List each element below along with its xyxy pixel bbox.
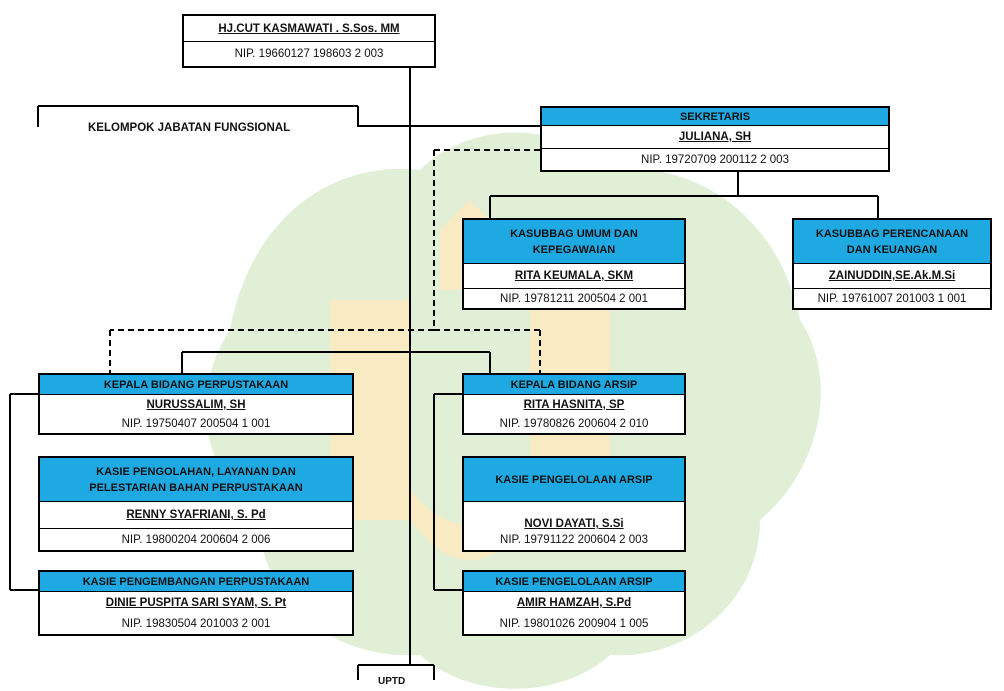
- kasubbag-perencanaan-title: KASUBBAG PERENCANAAN DAN KEUANGAN: [794, 220, 990, 264]
- kabid-arsip-nip: NIP. 19780826 200604 2 010: [499, 418, 649, 430]
- kasie-arsip-1-name: NOVI DAYATI, S.Si: [524, 518, 624, 530]
- kasie-pengolahan-title-line2: PELESTARIAN BAHAN PERPUSTAKAAN: [89, 481, 303, 494]
- kabid-arsip-title: KEPALA BIDANG ARSIP: [464, 375, 684, 395]
- kasie-pengolahan-title-line1: KASIE PENGOLAHAN, LAYANAN DAN: [96, 465, 296, 478]
- kasie-pengolahan-name: RENNY SYAFRIANI, S. Pd: [126, 509, 266, 521]
- kasie-pengolahan-box: KASIE PENGOLAHAN, LAYANAN DAN PELESTARIA…: [38, 456, 354, 552]
- kabid-perpustakaan-title: KEPALA BIDANG PERPUSTAKAAN: [40, 375, 352, 395]
- kabid-perpustakaan-box: KEPALA BIDANG PERPUSTAKAAN NURUSSALIM, S…: [38, 373, 354, 435]
- kasubbag-perencanaan-title-line2: DAN KEUANGAN: [846, 243, 938, 256]
- kabid-perpustakaan-nip: NIP. 19750407 200504 1 001: [121, 418, 271, 430]
- sekretaris-title: SEKRETARIS: [542, 108, 888, 126]
- kasie-pengolahan-title: KASIE PENGOLAHAN, LAYANAN DAN PELESTARIA…: [40, 458, 352, 502]
- kasie-arsip-1-box: KASIE PENGELOLAAN ARSIP NOVI DAYATI, S.S…: [462, 456, 686, 552]
- sekretaris-box: SEKRETARIS JULIANA, SH NIP. 19720709 200…: [540, 106, 890, 172]
- kasubbag-umum-title: KASUBBAG UMUM DAN KEPEGAWAIAN: [464, 220, 684, 264]
- kasubbag-umum-box: KASUBBAG UMUM DAN KEPEGAWAIAN RITA KEUMA…: [462, 218, 686, 310]
- kasie-pengembangan-name: DINIE PUSPITA SARI SYAM, S. Pt: [105, 597, 287, 609]
- head-name: HJ.CUT KASMAWATI . S.Sos. MM: [184, 16, 434, 42]
- uptd-label: UPTD: [378, 676, 406, 687]
- kasie-arsip-2-nip: NIP. 19801026 200904 1 005: [499, 618, 649, 630]
- kasie-arsip-2-name: AMIR HAMZAH, S.Pd: [516, 597, 632, 609]
- kabid-perpustakaan-name: NURUSSALIM, SH: [146, 399, 246, 411]
- kasubbag-umum-nip: NIP. 19781211 200504 2 001: [464, 288, 684, 308]
- kasie-arsip-1-nip: NIP. 19791122 200604 2 003: [500, 534, 648, 546]
- kabid-arsip-box: KEPALA BIDANG ARSIP RITA HASNITA, SP NIP…: [462, 373, 686, 435]
- kabid-arsip-name: RITA HASNITA, SP: [523, 399, 625, 411]
- kasie-arsip-1-title: KASIE PENGELOLAAN ARSIP: [464, 458, 684, 502]
- kasubbag-perencanaan-title-line1: KASUBBAG PERENCANAAN: [815, 227, 969, 240]
- kasie-arsip-2-box: KASIE PENGELOLAAN ARSIP AMIR HAMZAH, S.P…: [462, 570, 686, 636]
- kasubbag-perencanaan-nip: NIP. 19761007 201003 1 001: [794, 288, 990, 308]
- sekretaris-nip: NIP. 19720709 200112 2 003: [542, 148, 888, 170]
- kasie-pengembangan-title: KASIE PENGEMBANGAN PERPUSTAKAAN: [40, 572, 352, 592]
- kasie-pengembangan-nip: NIP. 19830504 201003 2 001: [121, 618, 271, 630]
- kasubbag-umum-title-line1: KASUBBAG UMUM DAN: [510, 227, 638, 240]
- kelompok-jabatan-label: KELOMPOK JABATAN FUNGSIONAL: [88, 122, 291, 134]
- sekretaris-name: JULIANA, SH: [678, 131, 752, 143]
- kasie-pengembangan-box: KASIE PENGEMBANGAN PERPUSTAKAAN DINIE PU…: [38, 570, 354, 636]
- head-nip: NIP. 19660127 198603 2 003: [234, 48, 384, 60]
- kasie-pengolahan-nip: NIP. 19800204 200604 2 006: [40, 528, 352, 550]
- head-box: HJ.CUT KASMAWATI . S.Sos. MM NIP. 196601…: [182, 14, 436, 68]
- kasubbag-perencanaan-box: KASUBBAG PERENCANAAN DAN KEUANGAN ZAINUD…: [792, 218, 992, 310]
- kasie-arsip-2-title: KASIE PENGELOLAAN ARSIP: [464, 572, 684, 592]
- kasubbag-umum-title-line2: KEPEGAWAIAN: [532, 243, 616, 256]
- kasubbag-perencanaan-name: ZAINUDDIN,SE.Ak.M.Si: [828, 270, 956, 282]
- kasubbag-umum-name: RITA KEUMALA, SKM: [514, 270, 634, 282]
